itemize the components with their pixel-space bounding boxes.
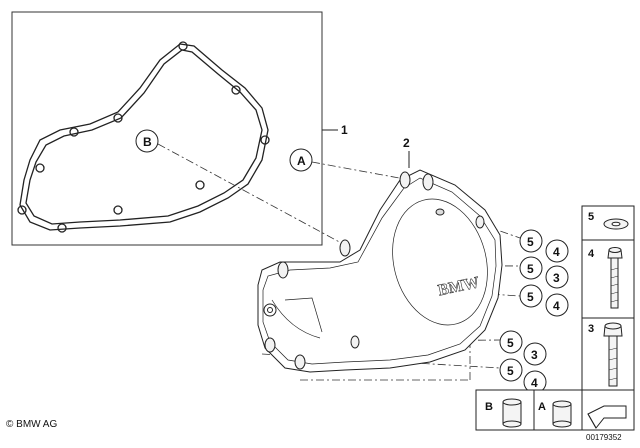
fastener-5-bolt: 4 bbox=[531, 376, 538, 390]
callout-b-circle bbox=[135, 129, 159, 153]
callout-b-label: B bbox=[143, 135, 152, 149]
fastener-callouts: 5 4 5 3 5 4 5 3 5 4 bbox=[499, 229, 569, 394]
fastener-2-washer: 5 bbox=[527, 262, 534, 276]
legend-bolt-short-num: 3 bbox=[588, 323, 594, 335]
copyright-text: © BMW AG bbox=[6, 419, 58, 430]
washer-illustration bbox=[603, 218, 629, 230]
legend-bolt-long-num: 4 bbox=[588, 248, 595, 260]
gasket-box bbox=[11, 11, 323, 246]
bolt-short-illustration bbox=[603, 322, 623, 387]
fastener-2-bolt: 3 bbox=[553, 271, 560, 285]
fastener-5-washer: 5 bbox=[507, 364, 514, 378]
gasket bbox=[17, 41, 270, 233]
fastener-4-bolt: 3 bbox=[531, 348, 538, 362]
sleeve-a-illustration bbox=[552, 400, 572, 428]
callout-a-label: A bbox=[297, 154, 306, 168]
fastener-1-washer: 5 bbox=[527, 235, 534, 249]
legend-washer-num: 5 bbox=[588, 211, 594, 223]
fastener-1-bolt: 4 bbox=[553, 245, 560, 259]
document-number: 00179352 bbox=[586, 433, 622, 442]
bolt-long-illustration bbox=[607, 247, 623, 309]
part-label-1: 1 bbox=[341, 123, 348, 137]
fastener-3-bolt: 4 bbox=[553, 299, 560, 313]
sleeve-b-illustration bbox=[502, 398, 522, 428]
engine-cover bbox=[257, 169, 503, 373]
fastener-3-washer: 5 bbox=[527, 290, 534, 304]
callout-a-circle bbox=[289, 148, 313, 172]
part-label-2: 2 bbox=[403, 136, 410, 150]
legend-sleeve-b: B bbox=[485, 401, 493, 413]
legend-sleeve-a: A bbox=[538, 401, 546, 413]
fastener-4-washer: 5 bbox=[507, 336, 514, 350]
arrow-icon bbox=[587, 405, 627, 429]
